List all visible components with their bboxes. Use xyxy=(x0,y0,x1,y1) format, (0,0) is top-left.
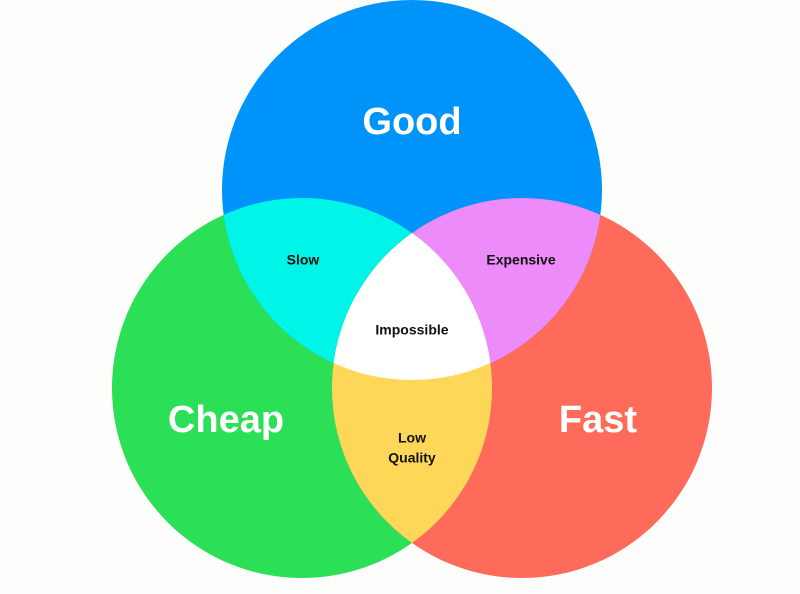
low-quality-label-line1: Low xyxy=(398,430,426,446)
slow-label: Slow xyxy=(287,252,320,268)
fast-label: Fast xyxy=(559,399,637,441)
cheap-label: Cheap xyxy=(168,399,284,441)
low-quality-label-line2: Quality xyxy=(388,450,436,466)
good-label: Good xyxy=(362,101,461,143)
impossible-overlap-region xyxy=(332,198,492,380)
expensive-label: Expensive xyxy=(486,252,555,268)
impossible-label: Impossible xyxy=(375,322,448,338)
